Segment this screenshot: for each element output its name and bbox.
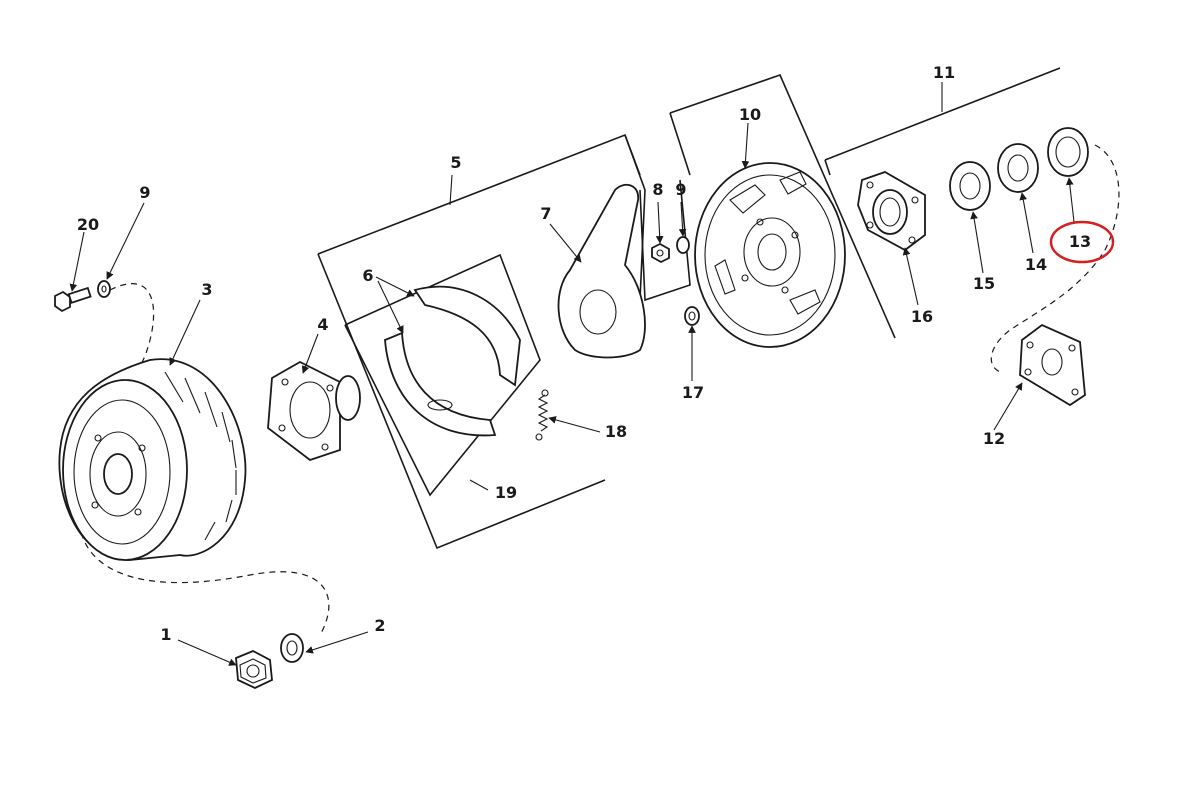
callout-17: 17 [682, 383, 704, 402]
callout-3: 3 [201, 280, 212, 299]
lever-part-7 [557, 183, 646, 359]
callout-8: 8 [652, 180, 663, 199]
dashed-link-13-to-12 [990, 144, 1120, 373]
leader-lines [69, 82, 1075, 666]
hex-nut-part-1 [235, 650, 273, 689]
callout-11: 11 [933, 63, 955, 82]
seal-part-15 [949, 161, 991, 211]
callout-15: 15 [973, 274, 995, 293]
callout-2: 2 [374, 616, 385, 635]
washer-part-2 [280, 633, 304, 663]
callout-12: 12 [983, 429, 1005, 448]
retainer-plate-part-12 [1019, 323, 1086, 407]
backing-plate-part-10 [694, 162, 846, 348]
dashed-link-9-to-drum [99, 283, 155, 401]
callout-16: 16 [911, 307, 933, 326]
callout-20: 20 [77, 215, 99, 234]
group-19-outline [344, 253, 541, 497]
spring-part-18 [535, 389, 549, 441]
callout-19: 19 [495, 483, 517, 502]
hub-flange-part-4 [267, 360, 361, 462]
callout-9-right: 9 [675, 180, 686, 199]
washer-part-9-left [97, 280, 111, 298]
callout-14: 14 [1025, 255, 1047, 274]
group-11-outline [824, 67, 1061, 176]
callout-10: 10 [739, 105, 761, 124]
brake-drum-part-3 [58, 358, 247, 561]
highlight-circle-13 [1049, 220, 1115, 264]
brake-shoe-lower-part-6 [384, 331, 497, 437]
bolt-part-20 [54, 286, 92, 313]
callout-7: 7 [540, 204, 551, 223]
small-nut-part-8 [651, 242, 670, 264]
seal-part-14 [997, 143, 1039, 193]
lock-washer-part-9 [676, 236, 690, 254]
dashed-link-drum-to-nut [78, 499, 330, 636]
callout-18: 18 [605, 422, 627, 441]
seal-part-13 [1047, 127, 1089, 177]
bushing-part-17 [684, 306, 700, 326]
seal-flange-part-16 [857, 171, 926, 252]
callout-4: 4 [317, 315, 328, 334]
callout-13: 13 [1069, 232, 1091, 251]
brake-shoe-upper-part-6 [413, 285, 521, 387]
group-10-outline [669, 74, 896, 339]
callout-5: 5 [450, 153, 461, 172]
callout-9-left: 9 [139, 183, 150, 202]
callout-6: 6 [362, 266, 373, 285]
callout-1: 1 [160, 625, 171, 644]
